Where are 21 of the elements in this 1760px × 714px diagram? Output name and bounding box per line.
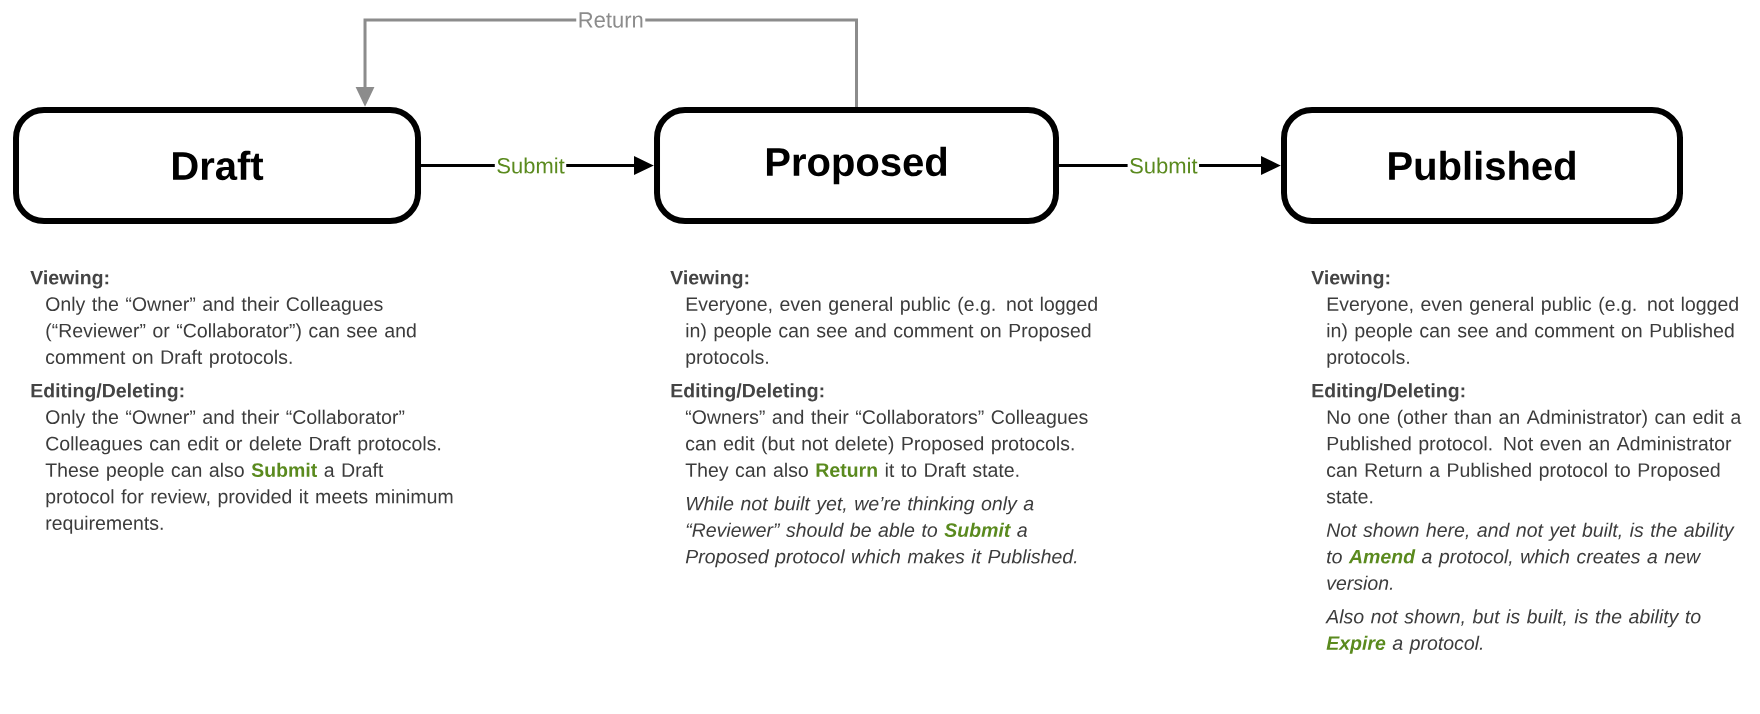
section-heading: Viewing: bbox=[1311, 270, 1390, 289]
edge-label: Submit bbox=[494, 155, 567, 176]
section-heading: Viewing: bbox=[30, 270, 109, 289]
description-text: “Owners” and their “Collaborators” Colleagues can edit (but not delete) Proposed protocols. They can also Return it to Draft state. bbox=[685, 409, 1088, 481]
section-heading: Viewing: bbox=[670, 270, 749, 289]
section-heading: Editing/Deleting: bbox=[671, 383, 824, 402]
section-heading: Editing/Deleting: bbox=[31, 383, 184, 402]
description-text: Only the “Owner” and their Colleagues (“Reviewer” or “Collaborator”) can see and comment on Draft protocols. bbox=[46, 296, 416, 368]
state-box: Draft bbox=[13, 107, 421, 224]
edge-label: Submit bbox=[1127, 155, 1200, 176]
description-text: No one (other than an Administrator) can edit a Published protocol. Not even an Administrator can Return a Published protocol to Proposed state. bbox=[1326, 409, 1742, 504]
state-box: Proposed bbox=[654, 107, 1059, 224]
edge-label: Return bbox=[576, 10, 646, 30]
state-box: Published bbox=[1281, 107, 1683, 224]
description-text: Everyone, even general public (e.g. not logged in) people can see and comment on Published protocols. bbox=[1327, 296, 1738, 368]
note-text: Not shown here, and not yet built, is the ability to Amend a protocol, which creates a new version. bbox=[1326, 522, 1735, 590]
section-heading: Editing/Deleting: bbox=[1312, 383, 1465, 402]
description-text: Everyone, even general public (e.g. not logged in) people can see and comment on Proposed protocols. bbox=[686, 296, 1097, 368]
description-text: Only the “Owner” and their “Collaborator” Colleagues can edit or delete Draft protocols. These people can also Submit a Draft protocol for review, provided it meets minimum requirements. bbox=[45, 409, 453, 534]
note-text: Also not shown, but is built, is the ability to Expire a protocol. bbox=[1325, 609, 1701, 654]
note-text: While not built yet, we’re thinking only a “Reviewer” should be able to Submit a Proposed protocol which makes it Published. bbox=[685, 496, 1077, 568]
